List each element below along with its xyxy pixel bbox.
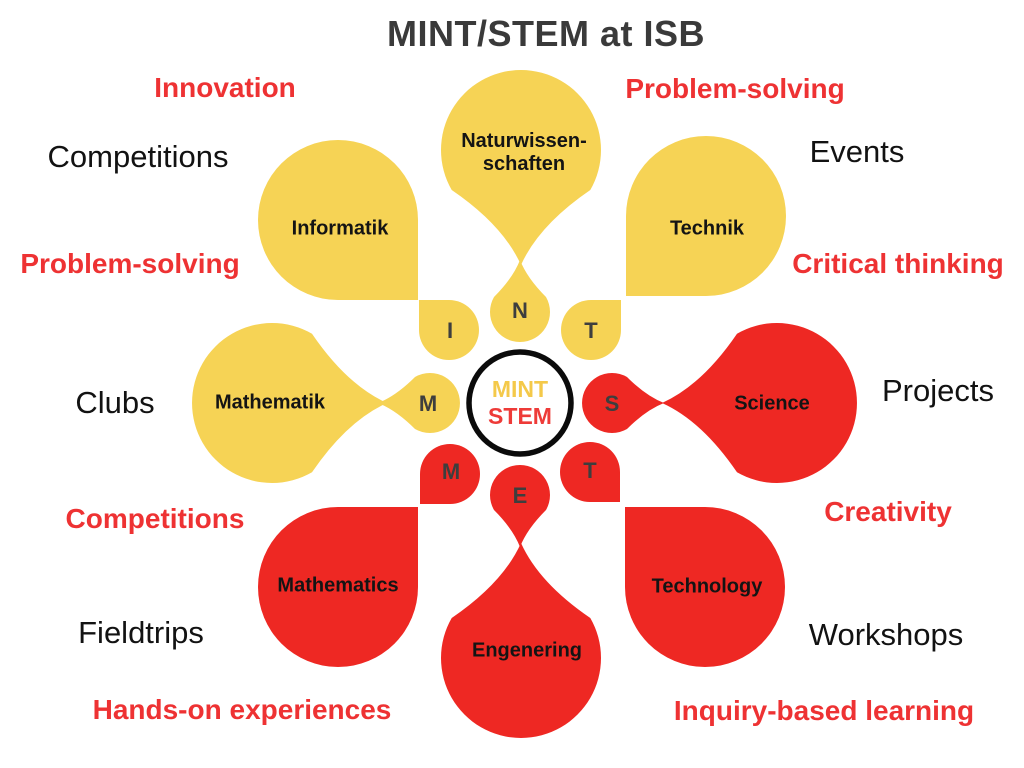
petal-label-mathematik: Mathematik — [214, 391, 326, 414]
page-title: MINT/STEM at ISB — [386, 13, 706, 54]
label-fieldtrips: Fieldtrips — [78, 615, 204, 650]
drop-s — [582, 373, 664, 433]
center-text: MINT STEM — [488, 376, 552, 430]
label-competitions-red: Competitions — [65, 503, 245, 534]
petal-label-technology: Technology — [651, 575, 763, 598]
petal-label-naturwissenschaften: Naturwissen- schaften — [461, 130, 587, 176]
drop-letter-n: N — [512, 298, 528, 323]
petal-label-science: Science — [734, 392, 810, 415]
drop-letter-m-bottom: M — [441, 459, 461, 484]
drop-letter-i: I — [446, 318, 454, 343]
label-innovation: Innovation — [154, 72, 296, 103]
drop-letter-m-left: M — [418, 391, 438, 416]
label-hands-on-experiences: Hands-on experiences — [92, 694, 392, 725]
label-critical-thinking: Critical thinking — [792, 248, 1004, 279]
center-text-stem: STEM — [488, 403, 552, 429]
label-events: Events — [809, 134, 905, 169]
petal-label-engenering: Engenering — [471, 639, 583, 662]
label-clubs: Clubs — [75, 385, 155, 420]
label-projects: Projects — [882, 373, 994, 408]
petal-label-informatik: Informatik — [291, 217, 389, 240]
label-problem-solving-top: Problem-solving — [625, 73, 845, 104]
label-competitions-top: Competitions — [47, 139, 229, 174]
drop-letter-t-top: T — [584, 318, 598, 343]
label-creativity: Creativity — [824, 496, 952, 527]
center-circle — [466, 349, 574, 457]
petal-technik — [626, 136, 786, 296]
petal-label-technik: Technik — [669, 217, 745, 240]
petal-label-line2: schaften — [482, 153, 566, 175]
drop-letter-e: E — [512, 483, 528, 508]
drop-letter-t-bottom: T — [583, 458, 597, 483]
label-workshops: Workshops — [808, 617, 964, 652]
label-inquiry-based-learning: Inquiry-based learning — [673, 695, 975, 726]
petal-label-line1: Naturwissen- — [461, 130, 587, 152]
label-problem-solving-left: Problem-solving — [20, 248, 240, 279]
center-text-mint: MINT — [491, 376, 549, 402]
petal-label-mathematics: Mathematics — [277, 574, 399, 597]
drop-letter-s: S — [604, 391, 620, 416]
